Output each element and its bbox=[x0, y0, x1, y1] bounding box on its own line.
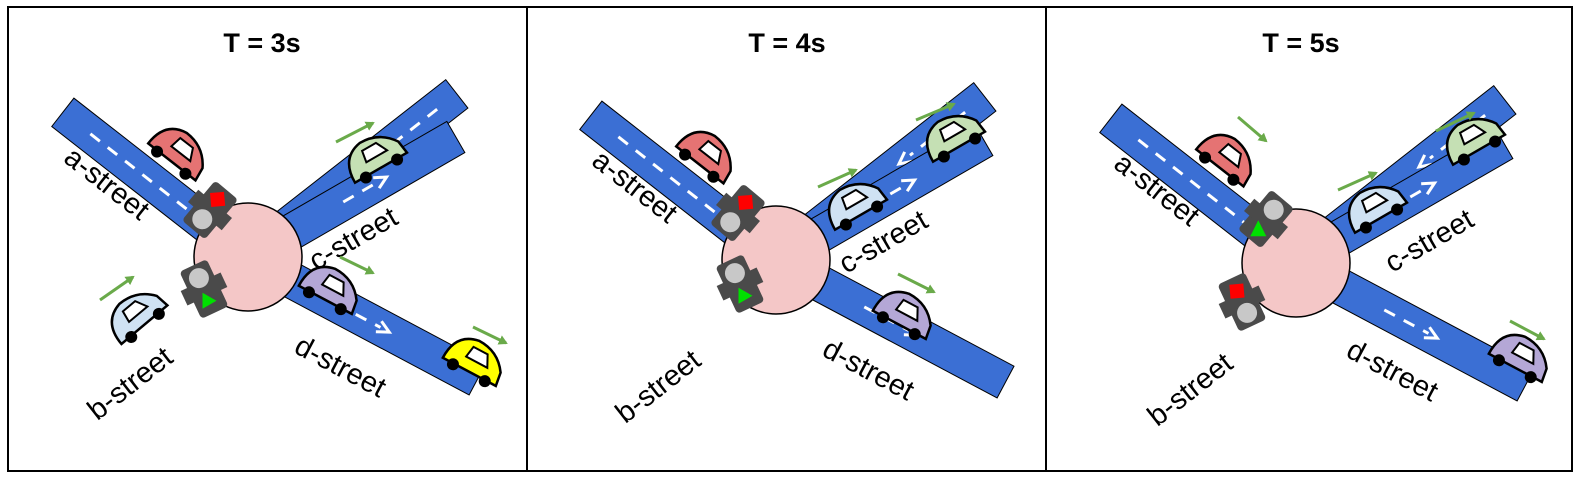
panel-title: T = 4s bbox=[748, 28, 825, 58]
car-icon bbox=[1194, 133, 1252, 189]
motion-arrow-icon bbox=[472, 325, 508, 345]
motion-arrow-icon bbox=[1337, 171, 1378, 192]
road-d bbox=[1286, 246, 1535, 402]
red-signal-icon bbox=[210, 191, 226, 207]
motion-arrow-icon bbox=[1509, 319, 1546, 341]
motion-arrow-icon bbox=[339, 255, 375, 275]
motion-arrow-icon bbox=[1435, 111, 1476, 133]
car-icon bbox=[827, 182, 889, 232]
car-icon bbox=[674, 130, 732, 186]
red-signal-icon bbox=[1229, 283, 1245, 299]
car-icon bbox=[297, 265, 358, 316]
motion-arrow-icon bbox=[817, 168, 858, 189]
car-icon bbox=[1445, 117, 1507, 167]
motion-arrow-icon bbox=[915, 102, 956, 122]
car-icon bbox=[1347, 185, 1409, 235]
lane-arrow bbox=[89, 132, 202, 222]
motion-arrow-icon bbox=[335, 121, 375, 144]
car-icon bbox=[347, 135, 409, 185]
panel-t5: T = 5s a-street b-street c-street d-stre… bbox=[1045, 6, 1573, 472]
green-signal-icon bbox=[738, 287, 753, 304]
traffic-light-a bbox=[183, 182, 237, 238]
traffic-light-b bbox=[180, 260, 228, 318]
car-icon bbox=[146, 127, 204, 183]
green-signal-icon bbox=[1250, 220, 1267, 237]
traffic-light-b bbox=[716, 255, 764, 313]
panel-t4: T = 4s a-street b-street c-street d-stre… bbox=[526, 6, 1047, 472]
panel-title: T = 5s bbox=[1262, 28, 1339, 58]
motion-arrow-icon bbox=[99, 275, 135, 302]
traffic-light-a bbox=[1239, 191, 1293, 247]
motion-arrow-icon bbox=[1237, 115, 1268, 143]
panel-title: T = 3s bbox=[223, 28, 300, 58]
panel-t3: T = 3s a-street b-street c-street d-stre… bbox=[7, 6, 528, 472]
car-icon bbox=[441, 337, 502, 388]
green-signal-icon bbox=[202, 292, 217, 309]
car-icon bbox=[871, 290, 932, 341]
car-icon bbox=[1487, 333, 1548, 384]
motion-arrow-icon bbox=[897, 272, 936, 294]
car-icon bbox=[925, 114, 987, 164]
traffic-light-a bbox=[711, 185, 765, 241]
traffic-light-b bbox=[1218, 273, 1266, 331]
red-signal-icon bbox=[738, 194, 754, 210]
car-icon bbox=[110, 292, 170, 346]
